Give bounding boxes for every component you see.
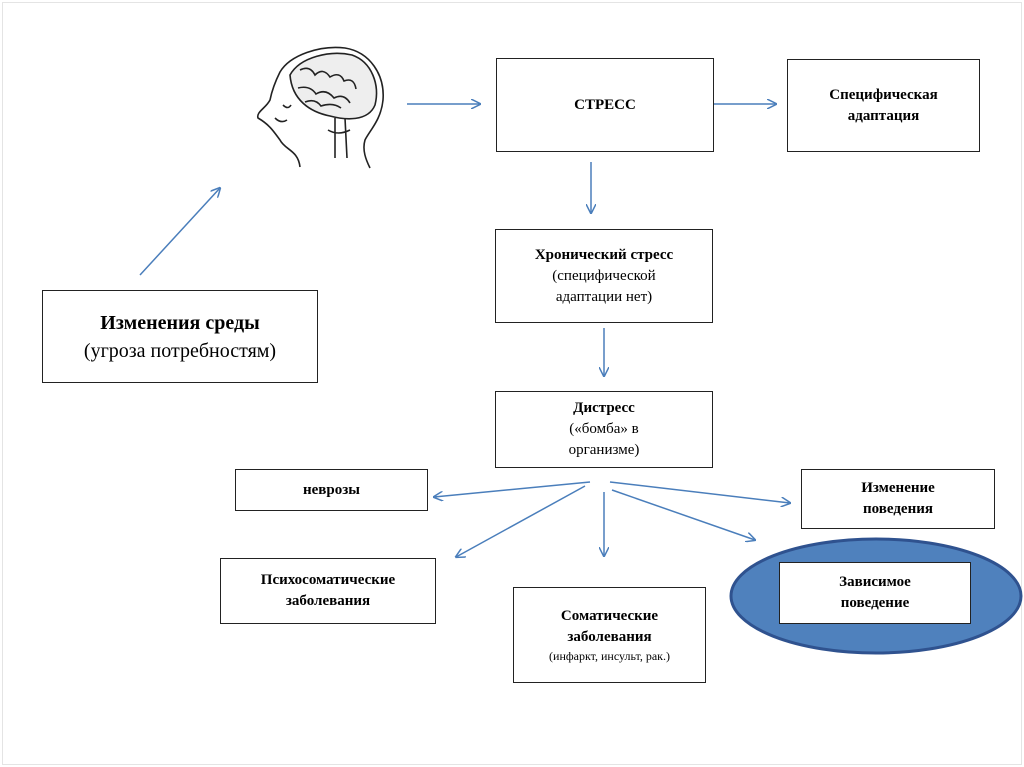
chronic-line2: (специфической: [552, 267, 656, 284]
human-head-brain-icon: [256, 46, 384, 169]
psychosomatic-line2: заболевания: [285, 593, 371, 609]
neuroses-title: неврозы: [303, 481, 360, 498]
specific-adaptation-box: Специфическая адаптация: [787, 59, 980, 152]
distress-title: Дистресс: [573, 400, 635, 416]
arrow-distress-to-behavior: [609, 481, 790, 503]
specific-line1: Специфическая: [829, 86, 938, 103]
neuroses-box: неврозы: [235, 469, 428, 511]
somatic-line1: Соматические: [560, 608, 659, 624]
chronic-title: Хронический стресс: [534, 246, 674, 263]
environment-title: Изменения среды: [100, 311, 260, 334]
behavior-line1: Изменение: [861, 480, 935, 496]
stress-title: СТРЕСС: [574, 96, 636, 113]
behavior-line2: поведения: [863, 501, 933, 517]
specific-line2: адаптация: [847, 107, 920, 124]
arrow-distress-to-psychosomatic: [456, 485, 586, 557]
dependent-line2: поведение: [840, 595, 910, 611]
behavior-change-box: Изменение поведения: [801, 469, 995, 529]
chronic-line3: адаптации нет): [555, 288, 653, 305]
environment-change-box: Изменения среды (угроза потребностям): [42, 290, 318, 383]
stress-box: СТРЕСС: [496, 58, 714, 152]
environment-subtitle: (угроза потребностям): [83, 339, 277, 362]
somatic-box: Соматические заболевания (инфаркт, инсул…: [513, 587, 706, 683]
somatic-line3: (инфаркт, инсульт, рак.): [549, 649, 670, 663]
dependent-line1: Зависимое: [839, 574, 911, 590]
chronic-stress-box: Хронический стресс (специфической адапта…: [495, 229, 713, 323]
distress-line2: («бомба» в: [569, 421, 639, 437]
dependent-behavior-box: Зависимое поведение: [779, 562, 971, 624]
arrow-distress-to-neuroses: [434, 481, 591, 497]
arrow-env-to-head: [139, 188, 220, 276]
distress-box: Дистресс («бомба» в организме): [495, 391, 713, 468]
somatic-line2: заболевания: [567, 629, 652, 645]
psychosomatic-line1: Психосоматические: [260, 572, 396, 588]
arrow-distress-to-dependent: [611, 489, 755, 540]
distress-line3: организме): [568, 442, 640, 458]
psychosomatic-box: Психосоматические заболевания: [220, 558, 436, 624]
